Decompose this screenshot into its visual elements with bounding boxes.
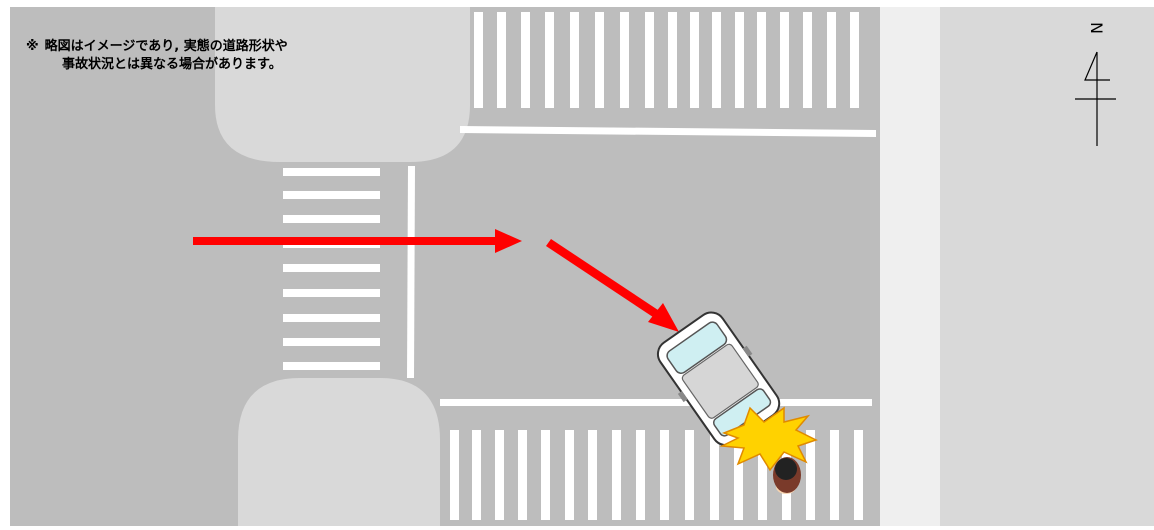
corner-block-top — [215, 7, 470, 162]
sidewalk-strip — [880, 7, 940, 526]
disclaimer-note: ※ 略図はイメージであり, 実態の道路形状や 事故状況とは異なる場合があります。 — [26, 38, 288, 74]
pedestrian-icon — [773, 457, 801, 494]
note-line-1: 略図はイメージであり, 実態の道路形状や — [44, 39, 288, 54]
impact-burst-icon — [719, 406, 818, 472]
crosswalk-top — [474, 12, 859, 108]
note-mark: ※ — [26, 39, 39, 54]
stop-line-top — [460, 126, 876, 137]
note-line-2: 事故状況とは異なる場合があります。 — [62, 57, 282, 72]
right-area — [940, 7, 1154, 526]
corner-block-bottom — [238, 378, 440, 526]
path-arrow-icon — [193, 229, 679, 332]
crosswalk-left — [283, 168, 380, 370]
stop-line-left — [407, 166, 415, 378]
north-arrow-icon — [1075, 51, 1116, 146]
crosswalk-bottom — [450, 430, 863, 520]
north-label: N — [1087, 22, 1106, 34]
stop-line-bottom — [440, 399, 872, 406]
